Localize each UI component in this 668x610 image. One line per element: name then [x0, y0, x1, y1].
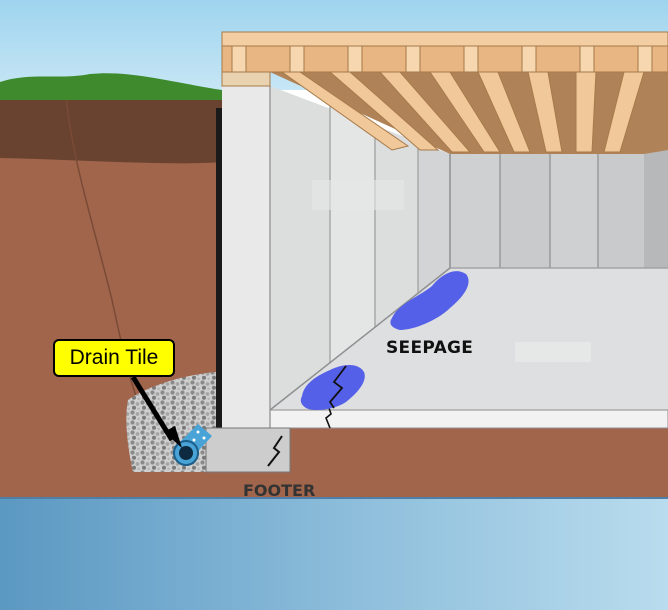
- footer-label: FOOTER: [243, 481, 316, 500]
- water-table: [0, 498, 668, 610]
- slab-crack: [325, 407, 332, 429]
- drain-tile-pipe: [173, 424, 212, 466]
- sill-plate: [221, 31, 668, 47]
- seepage-label: SEEPAGE: [386, 338, 474, 358]
- floor-slab: [270, 268, 668, 410]
- seepage-puddle-upper: [390, 271, 469, 330]
- floor-crack: [328, 365, 347, 409]
- footer-crack: [267, 435, 283, 467]
- topsoil-layer: [0, 100, 222, 164]
- joist-ends: [231, 45, 653, 73]
- drain-tile-pointer: [130, 375, 175, 442]
- foundation-wall: [222, 86, 270, 428]
- top-plate: [221, 71, 271, 87]
- right-wall: [644, 140, 668, 286]
- grass-strip: [0, 73, 222, 100]
- drain-tile-label: Drain Tile: [53, 339, 175, 377]
- seepage-puddle-lower: [300, 365, 365, 410]
- rim-joist: [221, 45, 668, 73]
- soil-crack-line: [65, 95, 151, 431]
- wall-membrane: [216, 108, 222, 472]
